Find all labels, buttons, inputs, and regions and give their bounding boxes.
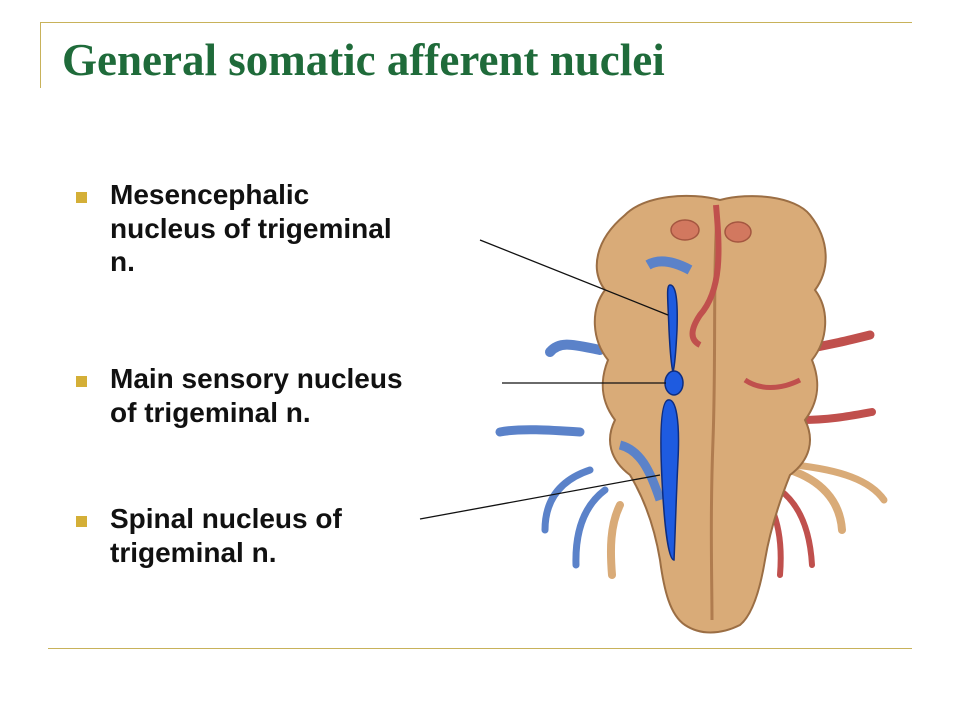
bullet-text: of trigeminal n. bbox=[110, 396, 311, 428]
blue-tract-lower bbox=[618, 440, 665, 502]
bullet-text: nucleus of trigeminal bbox=[110, 212, 392, 244]
nerve-right-far bbox=[791, 461, 888, 504]
red-structure-left bbox=[670, 219, 700, 241]
nerve-right-lower-1 bbox=[786, 466, 846, 534]
nerve-left-lower-3 bbox=[606, 501, 624, 579]
brainstem-outline bbox=[593, 194, 827, 634]
nerve-left-vestibular bbox=[495, 425, 585, 437]
red-nerve-right bbox=[743, 377, 802, 390]
spinal-nucleus-shape bbox=[660, 399, 680, 561]
blue-tract-upper bbox=[645, 256, 693, 275]
bullet-mesencephalic: Mesencephalic nucleus of trigeminal n. bbox=[76, 178, 392, 279]
bullet-square-icon bbox=[76, 192, 87, 203]
frame-top-line bbox=[40, 22, 912, 23]
frame-left-line bbox=[40, 22, 41, 88]
leader-line-mesencephalic bbox=[479, 239, 669, 316]
bullet-square-icon bbox=[76, 376, 87, 387]
nerve-right-vestibular bbox=[796, 408, 876, 424]
leader-line-spinal bbox=[419, 474, 661, 520]
bullet-spinal: Spinal nucleus of trigeminal n. bbox=[76, 502, 342, 569]
nerve-left-lower-2 bbox=[572, 486, 609, 569]
nerve-left-lower-1 bbox=[541, 466, 594, 534]
bullet-text: n. bbox=[110, 246, 135, 278]
bullet-text: trigeminal n. bbox=[110, 536, 277, 568]
bullet-square-icon bbox=[76, 516, 87, 527]
slide-title: General somatic afferent nuclei bbox=[62, 35, 665, 85]
bullet-text: Spinal nucleus of bbox=[110, 503, 342, 534]
nerve-left-upper bbox=[545, 339, 605, 357]
nerve-right-lower-2 bbox=[777, 487, 815, 568]
bullet-text: Main sensory nucleus bbox=[110, 363, 403, 394]
frame-bottom-line bbox=[48, 648, 912, 649]
bullet-text: Mesencephalic bbox=[110, 179, 310, 210]
cranial-nerves bbox=[495, 330, 888, 579]
bullet-main-sensory: Main sensory nucleus of trigeminal n. bbox=[76, 362, 403, 429]
main-sensory-nucleus-shape bbox=[664, 370, 684, 396]
red-nerve-tract bbox=[689, 204, 722, 348]
red-structure-right bbox=[724, 221, 752, 243]
